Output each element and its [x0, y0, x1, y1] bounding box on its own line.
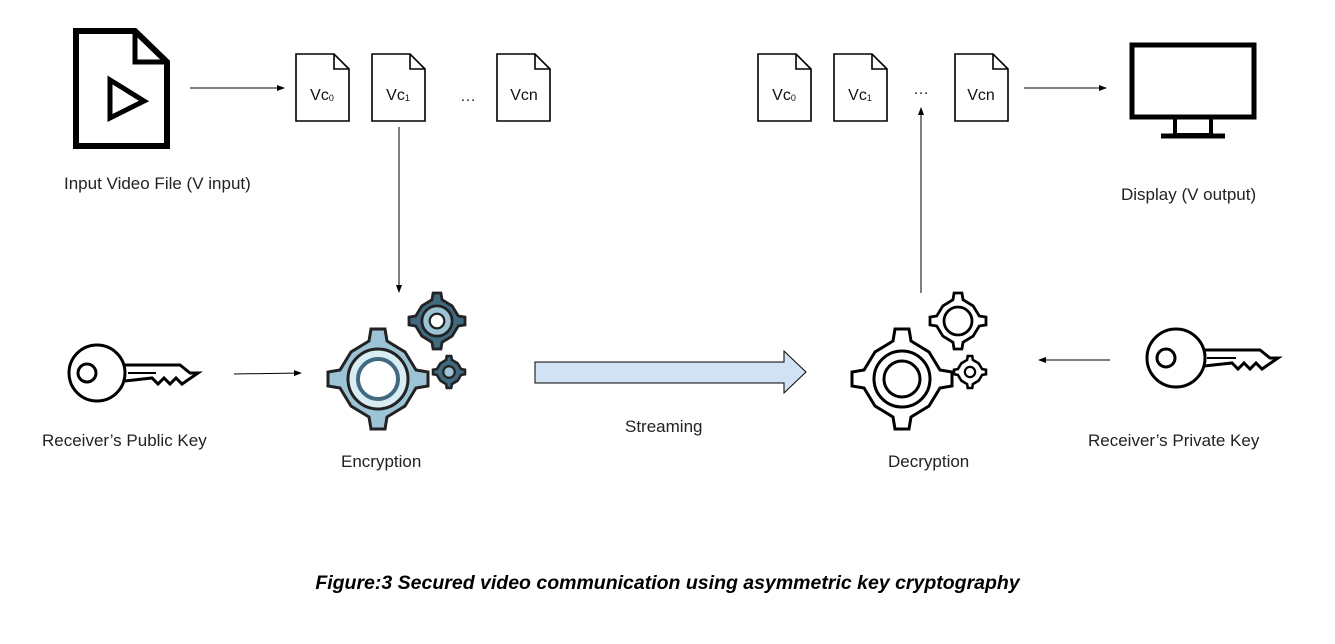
chunk-label-right-n: Vcn — [967, 87, 995, 104]
display-label: Display (V output) — [1121, 185, 1257, 204]
chunk-doc-right-1 — [833, 53, 888, 122]
public-key-icon — [67, 343, 203, 403]
arrow-public-key-to-encryption — [233, 370, 302, 377]
chunk-doc-left-1 — [371, 53, 426, 122]
decryption-label: Decryption — [888, 452, 970, 471]
private-key-label: Receiver’s Private Key — [1088, 431, 1260, 450]
chunk-doc-left-n — [496, 53, 551, 122]
figure-caption: Figure:3 Secured video communication usi… — [315, 572, 1020, 594]
chunk-label-right-0: Vc0 — [772, 87, 796, 104]
chunk-doc-right-n — [954, 53, 1009, 122]
private-key-icon — [1145, 327, 1283, 389]
encryption-gears-icon — [326, 291, 467, 431]
chunk-doc-left-0 — [295, 53, 350, 122]
chunk-label-right-1: Vc1 — [848, 87, 872, 104]
chunk-ellipsis-right: … — [913, 81, 929, 98]
streaming-label: Streaming — [625, 417, 703, 436]
decryption-gears-icon — [850, 291, 988, 431]
video-file-icon — [73, 28, 170, 149]
chunk-label-left-n: Vcn — [510, 87, 538, 104]
streaming-arrow — [534, 349, 807, 395]
chunk-doc-right-0 — [757, 53, 812, 122]
chunk-ellipsis-left: … — [460, 88, 476, 105]
input-video-label: Input Video File (V input) — [64, 174, 251, 193]
monitor-icon — [1129, 42, 1257, 139]
chunk-label-left-0: Vc0 — [310, 87, 334, 104]
encryption-label: Encryption — [341, 452, 422, 471]
chunk-label-left-1: Vc1 — [386, 87, 410, 104]
public-key-label: Receiver’s Public Key — [42, 431, 207, 450]
